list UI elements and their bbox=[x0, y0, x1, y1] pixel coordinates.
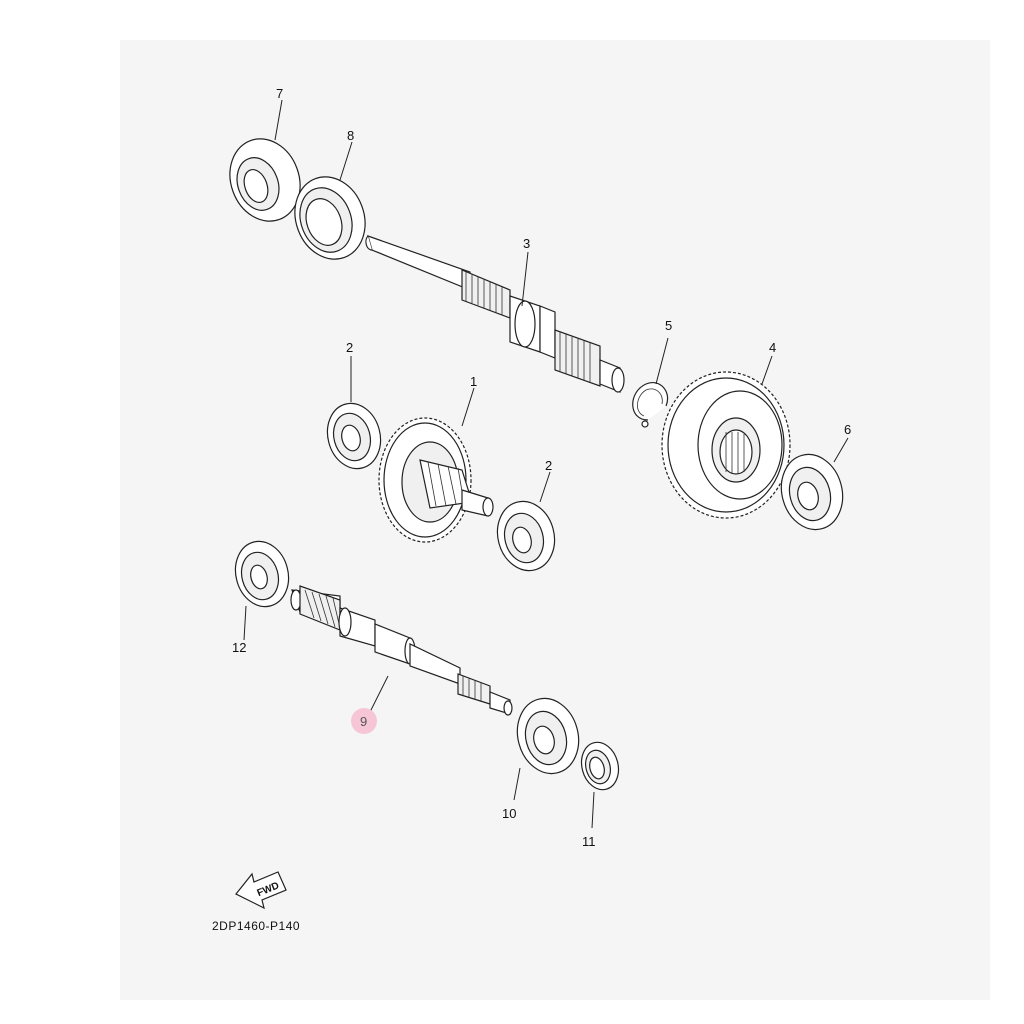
callout-6: 6 bbox=[844, 422, 851, 437]
callout-2-upper: 2 bbox=[346, 340, 353, 355]
part-5-circlip[interactable] bbox=[632, 382, 669, 428]
part-2-bearing-lower[interactable] bbox=[490, 495, 562, 577]
part-2-bearing-upper[interactable] bbox=[320, 397, 387, 474]
part-6-bearing[interactable] bbox=[773, 448, 851, 537]
part-1-primary-gear[interactable] bbox=[378, 417, 494, 543]
part-10-bearing[interactable] bbox=[509, 692, 587, 781]
part-7-bearing[interactable] bbox=[219, 129, 312, 231]
callout-4: 4 bbox=[769, 340, 776, 355]
diagram-code: 2DP1460-P140 bbox=[212, 919, 300, 933]
callout-3: 3 bbox=[523, 236, 530, 251]
callout-1: 1 bbox=[470, 374, 477, 389]
callout-10: 10 bbox=[502, 806, 516, 821]
callout-2-lower: 2 bbox=[545, 458, 552, 473]
callout-5: 5 bbox=[665, 318, 672, 333]
callout-11: 11 bbox=[582, 834, 596, 849]
part-12-bearing[interactable] bbox=[228, 535, 295, 612]
part-4-driven-gear[interactable] bbox=[661, 371, 791, 519]
part-3-main-shaft[interactable] bbox=[365, 235, 625, 393]
highlight-marker bbox=[351, 708, 377, 734]
part-9-drive-axle[interactable] bbox=[290, 585, 513, 716]
callout-12: 12 bbox=[232, 640, 246, 655]
callout-8: 8 bbox=[347, 128, 354, 143]
part-8-oil-seal[interactable] bbox=[284, 167, 377, 269]
part-11-oil-seal[interactable] bbox=[576, 738, 623, 794]
callout-7: 7 bbox=[276, 86, 283, 101]
callout-9: 9 bbox=[360, 714, 367, 729]
forward-direction-arrow: FWD bbox=[235, 871, 287, 910]
